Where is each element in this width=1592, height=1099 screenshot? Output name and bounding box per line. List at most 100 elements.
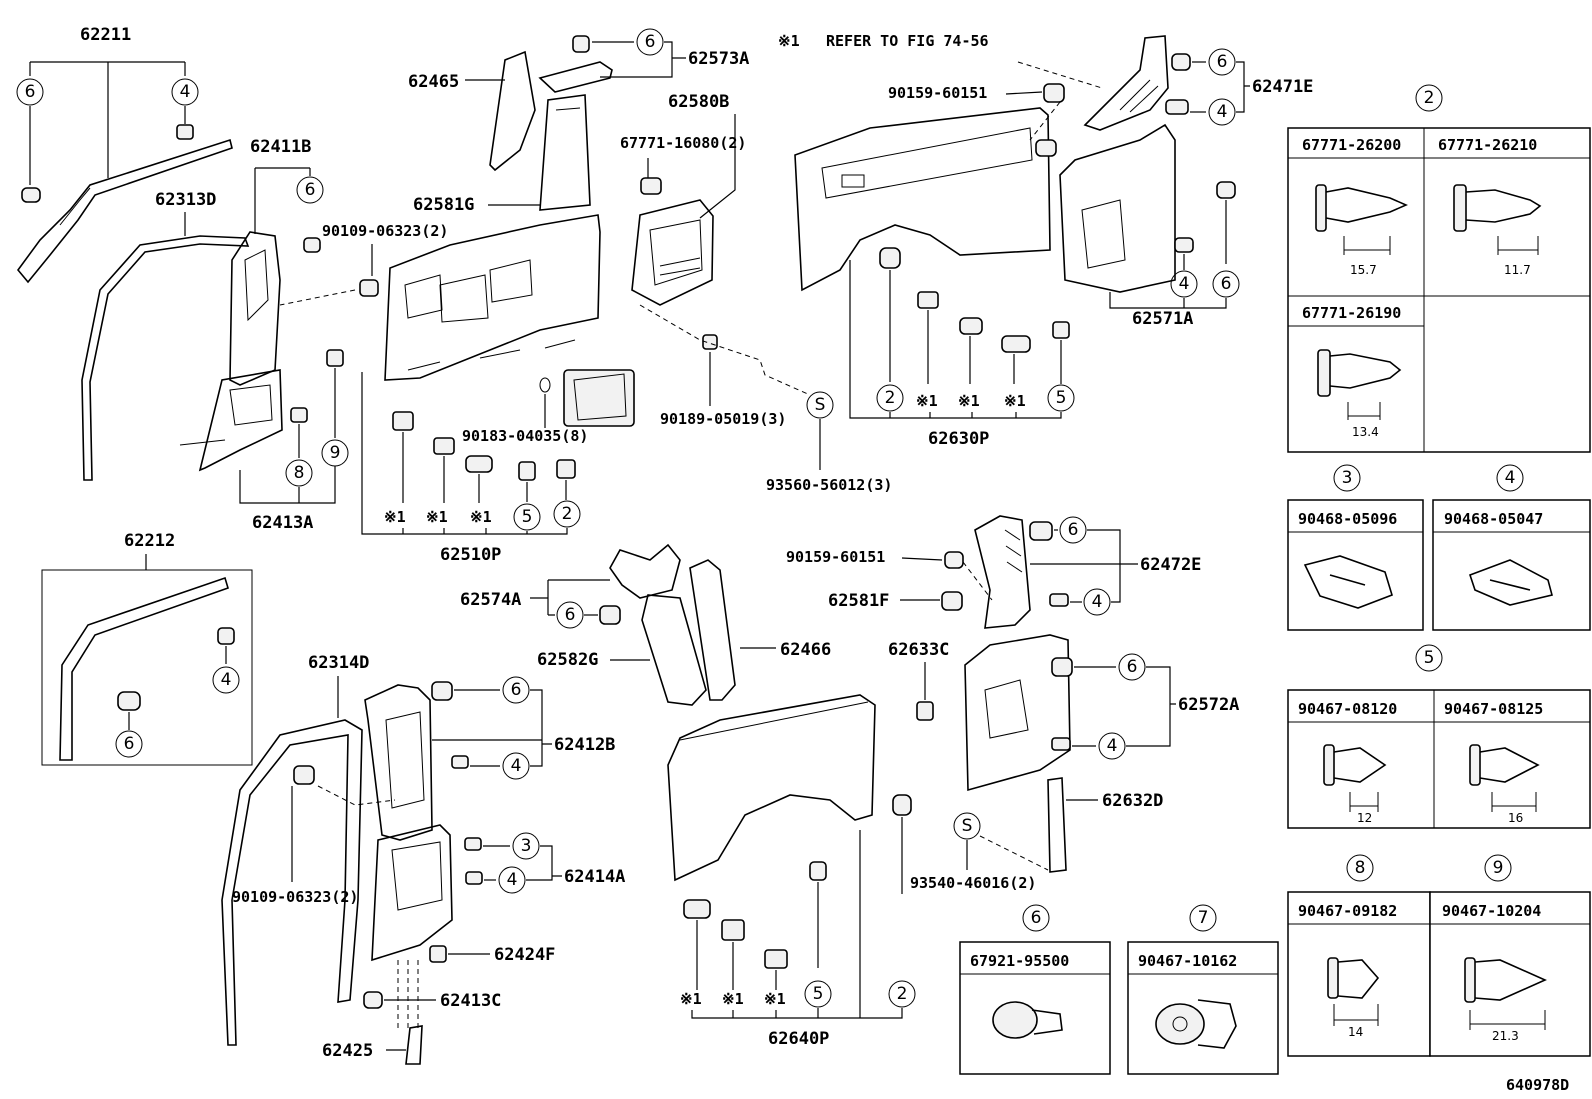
legend-num-8: 8 — [1355, 858, 1366, 878]
trim-62572A — [964, 634, 1071, 792]
legend-pn-90468-05096: 90468-05096 — [1298, 510, 1397, 528]
reference-note-text: REFER TO FIG 74-56 — [826, 32, 989, 50]
callout-6: 6 — [124, 734, 135, 754]
label-62510P: 62510P — [440, 545, 501, 565]
label-62630P: 62630P — [928, 429, 989, 449]
label-62424F: 62424F — [494, 945, 555, 965]
legend-dim-15-7: 15.7 — [1350, 263, 1377, 277]
label-67771-16080: 67771-16080(2) — [620, 134, 746, 152]
legend-group-5: 5 90467-08120 90467-08125 12 16 — [1287, 644, 1591, 829]
label-62640P: 62640P — [768, 1029, 829, 1049]
clip-icon — [1155, 999, 1237, 1049]
legend-pn-67771-26210: 67771-26210 — [1438, 136, 1537, 154]
legend-group-7: 7 90467-10162 — [1127, 904, 1279, 1075]
callout-4: 4 — [1217, 102, 1228, 122]
legend-group-3: 3 90468-05096 — [1287, 464, 1424, 631]
label-62412B: 62412B — [554, 735, 615, 755]
label-62472E: 62472E — [1140, 555, 1201, 575]
legend-pn-90467-09182: 90467-09182 — [1298, 902, 1397, 920]
label-62573A: 62573A — [688, 49, 749, 69]
label-62411B: 62411B — [250, 137, 311, 157]
callout-4: 4 — [1092, 592, 1103, 612]
legend-group-9: 9 90467-10204 21.3 — [1429, 854, 1591, 1057]
callout-9: 9 — [330, 443, 341, 463]
label-62581F: 62581F — [828, 591, 889, 611]
callout-4: 4 — [1107, 736, 1118, 756]
label-62211: 62211 — [80, 25, 131, 45]
clip-icon — [1469, 744, 1540, 812]
label-90109-06323-lower: 90109-06323(2) — [232, 888, 358, 906]
clip-icon — [1464, 957, 1547, 1030]
callout-6: 6 — [565, 605, 576, 625]
clip-icon — [21, 124, 194, 203]
legend-pn-90467-08125: 90467-08125 — [1444, 700, 1543, 718]
callout-6: 6 — [305, 180, 316, 200]
legend-num-2: 2 — [1424, 88, 1435, 108]
label-90189-05019: 90189-05019(3) — [660, 410, 786, 428]
label-62582G: 62582G — [537, 650, 598, 670]
clip-icon — [1315, 184, 1408, 255]
callout-5: 5 — [1056, 388, 1067, 408]
callout-6: 6 — [511, 680, 522, 700]
part-62211-drawing — [16, 138, 233, 284]
label-62425: 62425 — [322, 1041, 373, 1061]
legend-num-9: 9 — [1493, 858, 1504, 878]
label-93560-56012: 93560-56012(3) — [766, 476, 892, 494]
label-62466: 62466 — [780, 640, 831, 660]
callout-5: 5 — [813, 984, 824, 1004]
pillar-62412B — [364, 684, 433, 841]
legend-num-3: 3 — [1342, 468, 1353, 488]
callout-4: 4 — [1179, 274, 1190, 294]
label-62580B: 62580B — [668, 92, 729, 112]
clip-icon — [992, 1001, 1063, 1039]
label-90109-06323-upper: 90109-06323(2) — [322, 222, 448, 240]
legend-dim-16: 16 — [1508, 811, 1523, 825]
legend-pn-90467-08120: 90467-08120 — [1298, 700, 1397, 718]
star-mark: ※1 — [426, 508, 448, 526]
clip-icon — [1323, 744, 1387, 812]
star-mark: ※1 — [764, 990, 786, 1008]
label-62313D: 62313D — [155, 190, 216, 210]
figure-id: 640978D — [1506, 1076, 1569, 1094]
callout-5: 5 — [522, 507, 533, 527]
legend-pn-67921-95500: 67921-95500 — [970, 952, 1069, 970]
label-62633C: 62633C — [888, 640, 949, 660]
callout-4: 4 — [507, 870, 518, 890]
callout-S: S — [962, 816, 973, 836]
label-90159-60151-lower: 90159-60151 — [786, 548, 885, 566]
label-62572A: 62572A — [1178, 695, 1239, 715]
quarter-panel-62510P — [384, 214, 601, 381]
label-90159-60151-upper: 90159-60151 — [888, 84, 987, 102]
label-62571A: 62571A — [1132, 309, 1193, 329]
legend-dim-14: 14 — [1348, 1025, 1363, 1039]
pillar-62472E — [974, 515, 1031, 629]
reference-note-mark: ※1 — [778, 32, 800, 50]
label-90183-04035: 90183-04035(8) — [462, 427, 588, 445]
star-mark: ※1 — [1004, 392, 1026, 410]
label-93540-46016: 93540-46016(2) — [910, 874, 1036, 892]
callout-4: 4 — [511, 756, 522, 776]
back-panel-62630P — [794, 107, 1051, 292]
star-mark: ※1 — [958, 392, 980, 410]
callout-8: 8 — [294, 463, 305, 483]
legend-dim-12: 12 — [1357, 811, 1372, 825]
star-mark: ※1 — [722, 990, 744, 1008]
legend-dim-13-4: 13.4 — [1352, 425, 1379, 439]
back-panel-62640P — [667, 694, 876, 882]
callout-4: 4 — [221, 670, 232, 690]
callout-6: 6 — [1221, 274, 1232, 294]
pillar-62414A — [371, 824, 453, 962]
label-62471E: 62471E — [1252, 77, 1313, 97]
label-62581G: 62581G — [413, 195, 474, 215]
legend-dim-11-7: 11.7 — [1504, 263, 1531, 277]
legend-num-4: 4 — [1505, 468, 1516, 488]
clip-icon — [1317, 349, 1402, 420]
legend-pn-67771-26200: 67771-26200 — [1302, 136, 1401, 154]
legend-num-5: 5 — [1424, 648, 1435, 668]
callout-6: 6 — [645, 32, 656, 52]
star-mark: ※1 — [470, 508, 492, 526]
star-mark: ※1 — [916, 392, 938, 410]
callout-2: 2 — [897, 984, 908, 1004]
callout-4: 4 — [180, 82, 191, 102]
